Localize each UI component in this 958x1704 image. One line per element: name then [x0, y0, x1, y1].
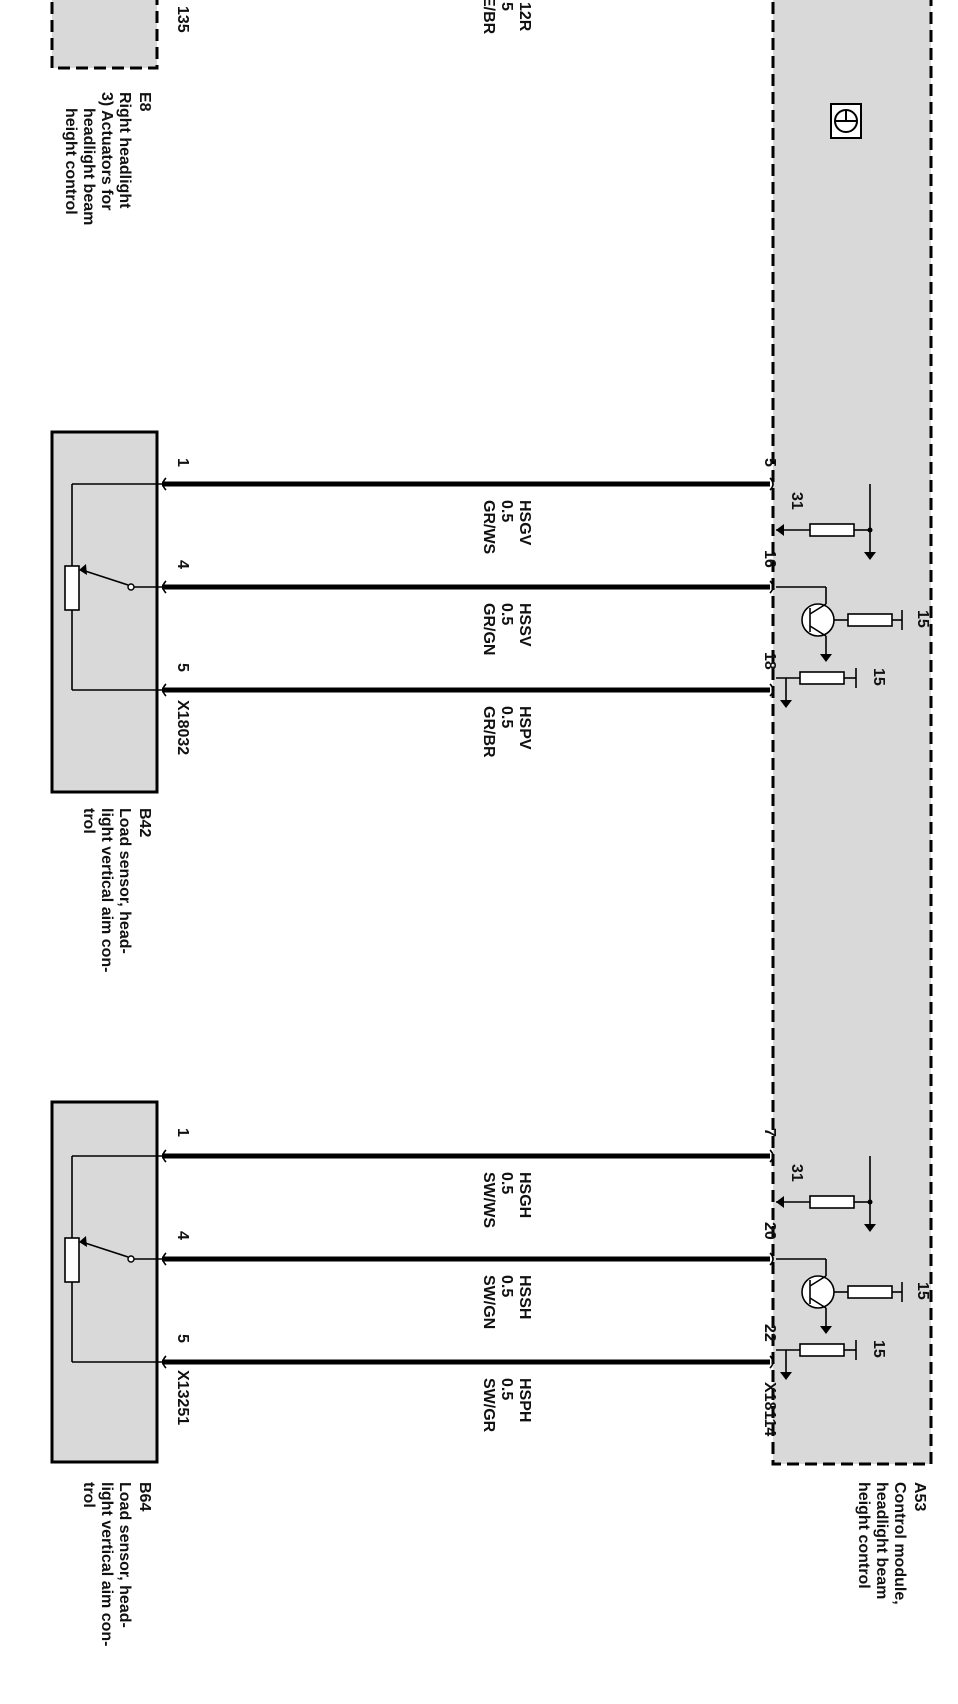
- wire-hsgv-name: HSGV: [516, 500, 533, 546]
- wire-hspv-color: GR/BR: [480, 706, 497, 758]
- a53-lower-transistor: 15: [776, 1258, 931, 1334]
- wire-hsph-name: HSPH: [516, 1378, 533, 1422]
- a53-upper-ground-resistor: 31: [776, 484, 876, 560]
- a53-lower-pullup: 15: [776, 1340, 887, 1380]
- e8-line1: Right headlight: [116, 92, 133, 209]
- a53-upper-transistor: 15: [776, 586, 931, 662]
- svg-text:12R: 12R: [516, 2, 533, 32]
- b64-pin-4: 4: [174, 1231, 191, 1240]
- lower-ground-label: 31: [788, 1164, 805, 1182]
- b42-label: B42 Load sensor, head- light vertical ai…: [80, 808, 153, 972]
- b64-line1: Load sensor, head-: [116, 1482, 133, 1628]
- b42-line1: Load sensor, head-: [116, 808, 133, 954]
- b64-line2: light vertical aim con-: [98, 1482, 115, 1646]
- wire-hssh-color: SW/GN: [480, 1275, 497, 1329]
- wire-hsgh-name: HSGH: [516, 1172, 533, 1218]
- a53-lower-ground-resistor: 31: [776, 1156, 876, 1232]
- b42-id: B42: [136, 808, 153, 837]
- a53-pin-7: 7: [761, 1128, 778, 1137]
- b64-id: B64: [136, 1482, 153, 1511]
- a53-pin-16: 16: [761, 550, 778, 568]
- a53-id: A53: [911, 1482, 928, 1511]
- b64-pin-5: 5: [174, 1334, 191, 1343]
- b64-potentiometer: [64, 1155, 162, 1363]
- b64-pin-1: 1: [174, 1128, 191, 1137]
- e8-line4: height control: [62, 108, 79, 215]
- lower-supply-label-1: 15: [914, 1282, 931, 1300]
- a53-pin-18: 18: [761, 652, 778, 670]
- wire-hsgh-color: SW/WS: [480, 1172, 497, 1228]
- e8-box: [50, 0, 159, 70]
- b42-line3: trol: [80, 808, 97, 834]
- e8-label: E8 Right headlight 3) Actuators for head…: [62, 92, 153, 225]
- upper-ground-label: 31: [788, 492, 805, 510]
- wire-hsgv: HSGV 0.5 GR/WS: [162, 481, 770, 555]
- a53-symbol: [830, 103, 862, 139]
- b42-box: [50, 430, 159, 794]
- wire-hsgh: HSGH 0.5 SW/WS: [162, 1153, 770, 1228]
- wire-hsgv-size: 0.5: [498, 500, 515, 522]
- a53-line1: Control module,: [891, 1482, 908, 1605]
- svg-text:5: 5: [498, 2, 515, 11]
- wire-hssh: HSSH 0.5 SW/GN: [162, 1256, 770, 1329]
- pin-labels: 1 4 5 1 4 5 5 16 18 7 20 22: [174, 458, 778, 1343]
- e8-id: E8: [136, 92, 153, 112]
- wire-hspv-size: 0.5: [498, 706, 515, 728]
- e8-pin-fragment: 135: [174, 6, 191, 33]
- wire-hssh-size: 0.5: [498, 1275, 515, 1297]
- upper-supply-label-2: 15: [870, 668, 887, 686]
- a53-connector-label: X18114: [761, 1382, 778, 1436]
- wire-hspv-name: HSPV: [516, 706, 533, 750]
- b42-pin-1: 1: [174, 458, 191, 467]
- connector-marks: [162, 477, 774, 1369]
- b42-connector-label: X18032: [174, 700, 191, 755]
- b64-line3: trol: [80, 1482, 97, 1508]
- e8-line3: headlight beam: [80, 108, 97, 225]
- wire-hsgv-color: GR/WS: [480, 500, 497, 555]
- b42-line2: light vertical aim con-: [98, 808, 115, 972]
- a53-pin-20: 20: [761, 1222, 778, 1240]
- upper-supply-label-1: 15: [914, 610, 931, 628]
- wire-hsph-color: SW/GR: [480, 1378, 497, 1433]
- b64-connector-label: X13251: [174, 1370, 191, 1425]
- wire-hspv: HSPV 0.5 GR/BR: [162, 687, 770, 758]
- wire-hsgh-size: 0.5: [498, 1172, 515, 1194]
- wire-hsph: HSPH 0.5 SW/GR: [162, 1359, 770, 1433]
- svg-text:E/BR: E/BR: [480, 0, 497, 35]
- a53-line2: headlight beam: [873, 1482, 890, 1599]
- a53-label: A53 Control module, headlight beam heigh…: [855, 1482, 928, 1605]
- b42-pin-5: 5: [174, 663, 191, 672]
- b64-label: B64 Load sensor, head- light vertical ai…: [80, 1482, 153, 1646]
- a53-pin-22: 22: [761, 1324, 778, 1342]
- a53-box: [771, 0, 933, 1466]
- wire-hssv-name: HSSV: [516, 603, 533, 647]
- top-wire-fragment: 12R 5 E/BR: [480, 0, 533, 35]
- wire-hssv: HSSV 0.5 GR/GN: [162, 584, 770, 655]
- b42-pin-4: 4: [174, 560, 191, 569]
- a53-line3: height control: [855, 1482, 872, 1589]
- wire-hssv-color: GR/GN: [480, 603, 497, 655]
- wire-hsph-size: 0.5: [498, 1378, 515, 1400]
- b42-potentiometer: [64, 483, 162, 691]
- a53-upper-pullup: 15: [776, 668, 887, 708]
- lower-supply-label-2: 15: [870, 1340, 887, 1358]
- e8-line2: 3) Actuators for: [98, 92, 115, 211]
- wire-hssv-size: 0.5: [498, 603, 515, 625]
- a53-pin-5: 5: [761, 458, 778, 467]
- wire-hssh-name: HSSH: [516, 1275, 533, 1319]
